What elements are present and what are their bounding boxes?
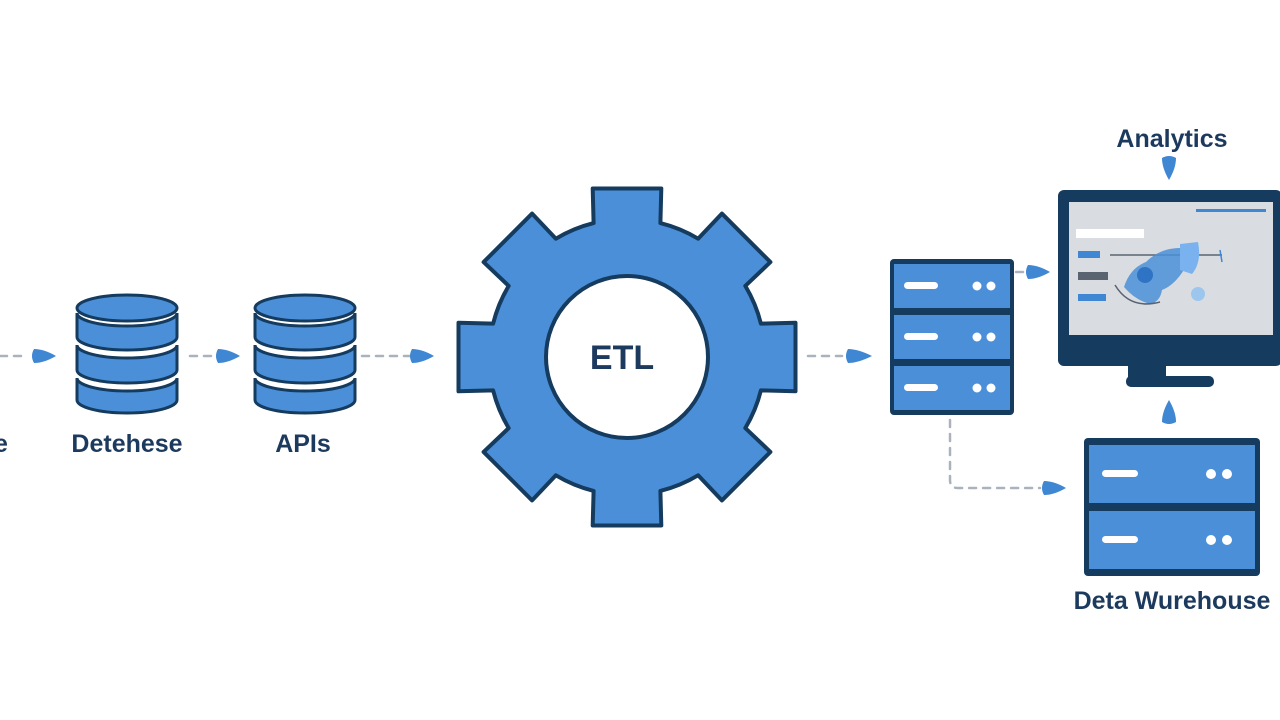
database-icon [253, 293, 357, 415]
source-label: e [0, 430, 8, 458]
arrow-right-icon [1026, 265, 1050, 279]
database-icon [75, 293, 179, 415]
connectors [0, 270, 1042, 490]
connector-server-to-warehouse [948, 418, 1042, 490]
arrow-right-icon [216, 349, 240, 363]
data-warehouse-label: Deta Wurehouse [1074, 587, 1271, 615]
arrow-up-icon [1162, 400, 1176, 424]
dashboard-chart [1076, 209, 1266, 305]
arrow-right-icon [32, 349, 56, 363]
gear-icon [456, 186, 798, 528]
gear-hub [544, 274, 710, 440]
analytics-label: Analytics [1116, 125, 1227, 153]
arrow-markers [32, 156, 1176, 495]
server-icon [1084, 438, 1260, 576]
apis-label: APIs [275, 430, 331, 458]
database-label: Detehese [71, 430, 182, 458]
labels: e Detehese APIs ETL Analytics Deta Wureh… [0, 125, 1270, 615]
arrow-right-icon [1042, 481, 1066, 495]
arrow-right-icon [410, 349, 434, 363]
arrow-right-icon [846, 349, 872, 363]
server-icon [890, 259, 1014, 415]
arrow-down-icon [1162, 156, 1176, 180]
monitor-icon [1058, 190, 1280, 387]
etl-label: ETL [590, 339, 654, 377]
